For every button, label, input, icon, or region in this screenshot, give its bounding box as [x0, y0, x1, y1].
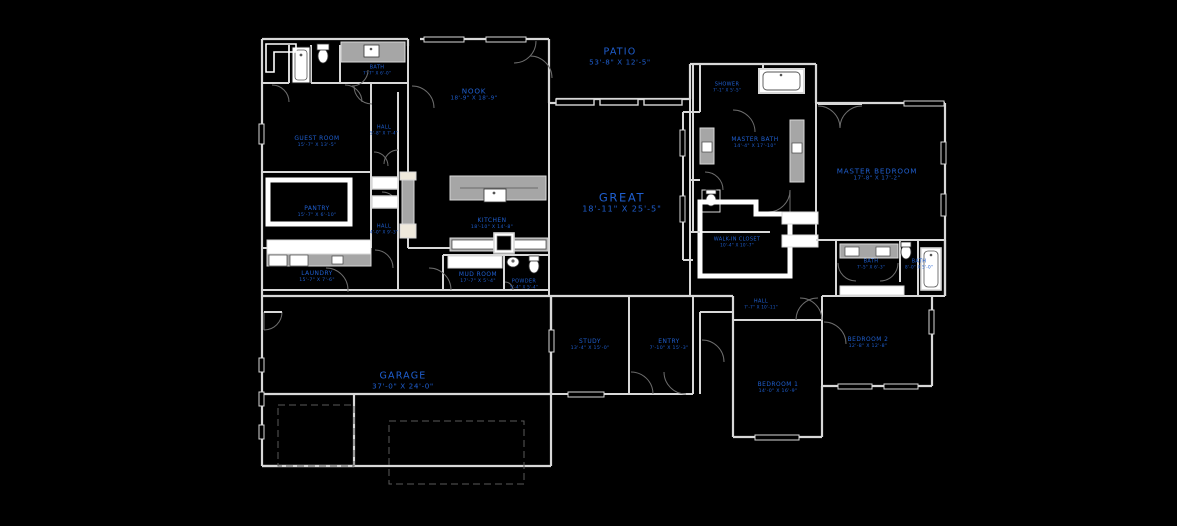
master-bath-tub	[758, 68, 805, 94]
kitchen-appliance-column	[399, 171, 417, 239]
nook-doors	[411, 40, 553, 109]
master-bath-walls	[692, 63, 817, 240]
great-room-walls	[548, 99, 691, 296]
hall-linen-closets	[371, 176, 399, 209]
laundry-fixtures	[266, 239, 372, 267]
mudroom-doors	[428, 267, 514, 291]
bedroom-1-windows	[754, 434, 800, 441]
patio-structure	[555, 98, 683, 106]
garage-parking-outlines	[277, 404, 525, 485]
laundry-doors	[325, 267, 349, 292]
right-baths-fixtures	[839, 241, 942, 291]
bedroom-2-closet	[839, 285, 905, 296]
master-bedroom-windows	[903, 100, 947, 217]
kitchen-island	[449, 175, 547, 203]
bedroom-hall-doors	[795, 297, 847, 345]
pantry-counters	[265, 177, 353, 227]
kitchen-counters	[449, 232, 549, 254]
study-windows	[548, 329, 605, 398]
walk-in-closet	[697, 199, 819, 279]
study-entry-doors	[630, 339, 725, 395]
master-bedroom-doors	[817, 103, 863, 129]
bedroom-2-windows	[837, 309, 935, 390]
great-room-left-windows	[679, 129, 686, 223]
garage-windows	[258, 357, 265, 440]
guest-bath-fixtures	[265, 41, 406, 84]
garage-side-door	[263, 311, 283, 331]
bedroom-hall-walls	[693, 295, 823, 386]
guest-room-windows	[258, 123, 265, 145]
nook-top-windows	[423, 36, 527, 43]
mudroom-fixtures	[447, 255, 540, 274]
right-baths-doors	[837, 262, 899, 282]
